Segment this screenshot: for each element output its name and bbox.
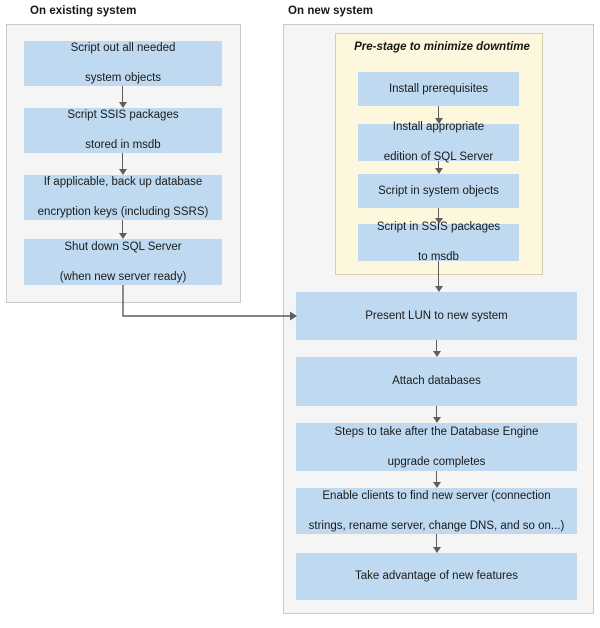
node-line-2: stored in msdb [85, 139, 161, 151]
node-line-2: to msdb [418, 251, 459, 263]
node-line-1: Script in SSIS packages [376, 221, 501, 233]
node-line-2: encryption keys (including SSRS) [37, 206, 209, 218]
node-script-in-system-objects[interactable]: Script in system objects [358, 174, 519, 208]
node-install-prerequisites[interactable]: Install prerequisites [358, 72, 519, 106]
node-line-1: Install appropriate [392, 121, 485, 133]
node-line-1: Enable clients to find new server (conne… [322, 489, 551, 502]
prestage-group-label: Pre-stage to minimize downtime [354, 41, 530, 53]
panel-title-existing-system: On existing system [30, 5, 137, 17]
node-line-1: Script SSIS packages [67, 109, 179, 121]
node-backup-encryption-keys[interactable]: If applicable, back up database encrypti… [24, 175, 222, 220]
node-present-lun[interactable]: Present LUN to new system [296, 292, 577, 340]
node-line-1: Shut down SQL Server [64, 240, 182, 253]
node-attach-databases[interactable]: Attach databases [296, 357, 577, 406]
node-line-1: Script in system objects [378, 184, 499, 197]
node-line-2: upgrade completes [387, 455, 486, 468]
node-line-1: Present LUN to new system [365, 309, 508, 322]
node-line-1: If applicable, back up database [43, 176, 203, 188]
node-line-1: Take advantage of new features [354, 570, 519, 582]
node-line-2: strings, rename server, change DNS, and … [308, 519, 565, 532]
node-enable-clients-find-server[interactable]: Enable clients to find new server (conne… [296, 488, 577, 534]
node-line-1: Steps to take after the Database Engine [334, 425, 539, 438]
node-line-2: (when new server ready) [59, 270, 187, 283]
node-script-out-system-objects[interactable]: Script out all needed system objects [24, 41, 222, 86]
panel-title-new-system: On new system [288, 5, 374, 17]
node-script-ssis-packages[interactable]: Script SSIS packages stored in msdb [24, 108, 222, 153]
node-line-1: Install prerequisites [388, 82, 489, 95]
node-line-2: system objects [84, 72, 162, 84]
node-line-1: Attach databases [392, 375, 481, 387]
node-line-2: edition of SQL Server [383, 151, 494, 163]
node-take-advantage-new-features[interactable]: Take advantage of new features [296, 553, 577, 600]
node-post-upgrade-steps[interactable]: Steps to take after the Database Engine … [296, 423, 577, 471]
node-line-1: Script out all needed [70, 42, 176, 54]
node-script-in-ssis-packages[interactable]: Script in SSIS packages to msdb [358, 221, 519, 263]
node-install-sql-server-edition[interactable]: Install appropriate edition of SQL Serve… [358, 121, 519, 163]
node-shut-down-sql-server[interactable]: Shut down SQL Server (when new server re… [24, 239, 222, 285]
